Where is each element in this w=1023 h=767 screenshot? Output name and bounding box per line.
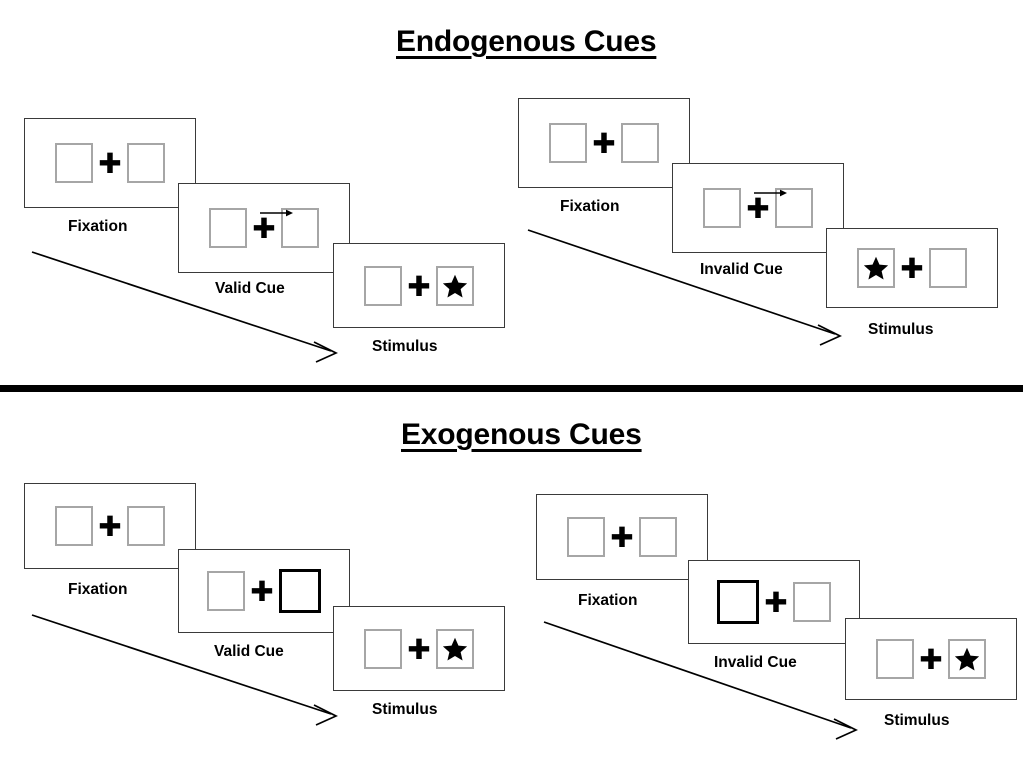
label-endogenous-valid-cue: Valid Cue bbox=[215, 280, 285, 297]
label-exogenous-invalid-stimulus: Stimulus bbox=[884, 712, 950, 729]
label-exogenous-valid-fixation: Fixation bbox=[68, 581, 128, 598]
right-box-target bbox=[436, 265, 474, 306]
section-title-endogenous: Endogenous Cues bbox=[396, 25, 657, 58]
panel-content: ✚ bbox=[364, 627, 474, 671]
plus-icon: ✚ bbox=[592, 127, 616, 160]
right-box bbox=[127, 506, 165, 546]
exogenous-left-time-arrow bbox=[31, 614, 338, 726]
left-box-cue-flash bbox=[717, 580, 759, 624]
fixation-cross: ✚ bbox=[587, 121, 621, 165]
plus-icon: ✚ bbox=[407, 269, 431, 303]
left-box bbox=[876, 639, 914, 679]
star-icon bbox=[954, 647, 980, 671]
star-icon bbox=[442, 637, 468, 660]
fixation-cross-with-cue: ✚ bbox=[247, 206, 293, 250]
panel-content: ✚ bbox=[364, 264, 474, 308]
exogenous-right-time-arrow bbox=[543, 621, 858, 740]
panel-content: ✚ bbox=[567, 515, 677, 559]
left-box bbox=[567, 517, 605, 557]
fixation-cross: ✚ bbox=[93, 504, 127, 548]
plus-icon: ✚ bbox=[610, 521, 634, 554]
label-exogenous-valid-cue: Valid Cue bbox=[214, 643, 284, 660]
fixation-cross: ✚ bbox=[605, 515, 639, 559]
right-box bbox=[639, 517, 677, 557]
left-box bbox=[703, 188, 741, 228]
arrow-right-cue-icon bbox=[754, 189, 787, 197]
fixation-cross: ✚ bbox=[93, 141, 127, 185]
label-exogenous-invalid-fixation: Fixation bbox=[578, 592, 638, 609]
right-box bbox=[929, 248, 967, 288]
right-box bbox=[127, 143, 165, 183]
panel-content: ✚ bbox=[549, 121, 659, 165]
left-box bbox=[209, 208, 247, 248]
panel-content: ✚ bbox=[876, 637, 986, 681]
label-endogenous-invalid-stimulus: Stimulus bbox=[868, 321, 934, 338]
fixation-cross: ✚ bbox=[402, 264, 436, 308]
plus-icon: ✚ bbox=[250, 575, 274, 608]
fixation-cross: ✚ bbox=[914, 637, 948, 681]
panel-endogenous-valid-fixation: ✚ bbox=[24, 118, 196, 208]
panel-endogenous-valid-stimulus: ✚ bbox=[333, 243, 505, 328]
left-box bbox=[55, 506, 93, 546]
star-icon bbox=[442, 274, 468, 297]
left-box bbox=[55, 143, 93, 183]
panel-endogenous-invalid-stimulus: ✚ bbox=[826, 228, 998, 308]
plus-icon: ✚ bbox=[252, 212, 276, 245]
panel-content: ✚ bbox=[55, 141, 165, 185]
panel-exogenous-invalid-stimulus: ✚ bbox=[845, 618, 1017, 700]
panel-content: ✚ bbox=[207, 569, 321, 613]
panel-endogenous-valid-cue: ✚ bbox=[178, 183, 350, 273]
panel-exogenous-invalid-cue: ✚ bbox=[688, 560, 860, 644]
panel-content: ✚ bbox=[209, 206, 319, 250]
plus-icon: ✚ bbox=[407, 632, 431, 666]
left-box bbox=[364, 265, 402, 306]
right-box-target bbox=[948, 639, 986, 679]
label-endogenous-valid-stimulus: Stimulus bbox=[372, 338, 438, 355]
endogenous-left-time-arrow bbox=[31, 251, 338, 363]
panel-endogenous-invalid-fixation: ✚ bbox=[518, 98, 690, 188]
label-endogenous-valid-fixation: Fixation bbox=[68, 218, 128, 235]
right-box-target bbox=[436, 628, 474, 669]
panel-content: ✚ bbox=[717, 580, 831, 624]
fixation-cross: ✚ bbox=[759, 580, 793, 624]
arrow-right-cue-icon bbox=[260, 209, 293, 217]
panel-content: ✚ bbox=[55, 504, 165, 548]
plus-icon: ✚ bbox=[746, 192, 770, 225]
panel-exogenous-invalid-fixation: ✚ bbox=[536, 494, 708, 580]
panel-exogenous-valid-stimulus: ✚ bbox=[333, 606, 505, 691]
plus-icon: ✚ bbox=[900, 252, 924, 285]
plus-icon: ✚ bbox=[764, 586, 788, 619]
panel-content: ✚ bbox=[857, 246, 967, 290]
label-exogenous-valid-stimulus: Stimulus bbox=[372, 701, 438, 718]
left-box bbox=[549, 123, 587, 163]
fixation-cross: ✚ bbox=[245, 569, 279, 613]
plus-icon: ✚ bbox=[919, 643, 943, 676]
section-divider bbox=[0, 385, 1023, 392]
panel-endogenous-invalid-cue: ✚ bbox=[672, 163, 844, 253]
plus-icon: ✚ bbox=[98, 510, 122, 543]
left-box bbox=[207, 571, 245, 611]
fixation-cross-with-cue: ✚ bbox=[741, 186, 787, 230]
left-box-target bbox=[857, 248, 895, 288]
right-box-cue-flash bbox=[279, 569, 321, 613]
plus-icon: ✚ bbox=[98, 147, 122, 180]
fixation-cross: ✚ bbox=[895, 246, 929, 290]
label-exogenous-invalid-cue: Invalid Cue bbox=[714, 654, 797, 671]
label-endogenous-invalid-fixation: Fixation bbox=[560, 198, 620, 215]
panel-exogenous-valid-cue: ✚ bbox=[178, 549, 350, 633]
section-title-exogenous: Exogenous Cues bbox=[401, 418, 642, 451]
panel-content: ✚ bbox=[703, 186, 813, 230]
right-box bbox=[793, 582, 831, 622]
label-endogenous-invalid-cue: Invalid Cue bbox=[700, 261, 783, 278]
right-box bbox=[621, 123, 659, 163]
fixation-cross: ✚ bbox=[402, 627, 436, 671]
endogenous-right-time-arrow bbox=[527, 229, 842, 346]
left-box bbox=[364, 628, 402, 669]
star-icon bbox=[863, 256, 889, 280]
panel-exogenous-valid-fixation: ✚ bbox=[24, 483, 196, 569]
